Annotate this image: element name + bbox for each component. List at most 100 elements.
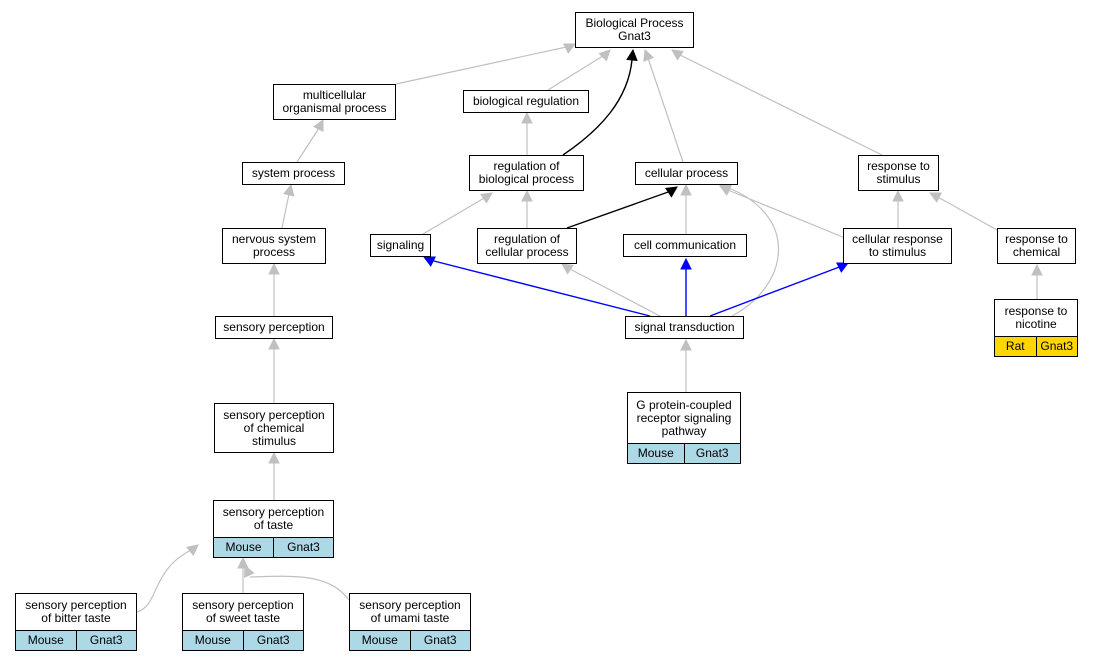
node-label: sensory perception of umami taste [359,598,461,625]
edge-is-a-system-process [296,127,320,163]
arrowhead-is-a [680,338,692,351]
edge-is-a-signal-transduction [725,186,779,317]
edge-part-of-signal-transduction [429,259,651,317]
node-cellular-response-to-stimulus[interactable]: cellular response to stimulus [843,228,952,264]
arrowhead-is-a [598,49,611,62]
node-sensory-perception-of-sweet-taste[interactable]: sensory perception of sweet taste Mouse … [182,593,304,651]
node-sensory-perception-of-umami-taste[interactable]: sensory perception of umami taste Mouse … [349,593,471,651]
arrowhead-is-a [671,49,684,61]
node-label: system process [251,166,336,180]
node-signaling[interactable]: signaling [370,234,431,257]
node-system-process[interactable]: system process [242,162,345,185]
arrowhead-is-a [268,262,280,275]
node-label: cellular response to stimulus [852,232,943,259]
edge-is-a-nervous-system-process [281,193,290,229]
arrowhead-is-a [643,48,655,62]
species-cell: Rat [1005,339,1025,353]
arrowhead-is-a [186,544,199,557]
gene-cell: Gnat3 [1035,337,1078,356]
node-signal-transduction[interactable]: signal transduction [625,316,744,339]
arrowhead-is-a [680,183,692,196]
species-cell: Mouse [361,633,398,647]
edge-is-a-response-to-stimulus [677,53,883,156]
node-sensory-perception-of-chemical-stimulus[interactable]: sensory perception of chemical stimulus [214,403,334,453]
node-response-to-stimulus[interactable]: response to stimulus [858,155,939,191]
gene-cell: Gnat3 [75,631,137,650]
arrowhead-is-a [521,189,533,202]
species-cell: Mouse [194,633,231,647]
gene-cell: Gnat3 [683,444,741,463]
edge-is-a-response-to-chemical [935,195,998,231]
arrowhead-is-a [244,564,255,578]
edge-regulates-regulation-of-cellular-process [566,190,672,229]
annotation-row: Mouse Gnat3 [628,443,740,463]
node-label: G protein-coupled receptor signaling pat… [636,397,732,438]
arrowhead-part-of [423,256,436,267]
edge-is-a-cellular-response-to-stimulus [727,189,846,239]
annotation-row: Mouse Gnat3 [214,537,333,557]
node-regulation-of-biological-process[interactable]: regulation of biological process [469,155,584,191]
node-label: Biological Process Gnat3 [585,16,684,43]
arrowhead-is-a [268,451,280,464]
arrowhead-part-of [680,257,692,270]
arrowhead-is-a [521,111,533,124]
arrowhead-regulates [665,186,678,198]
annotation-row: Rat Gnat3 [995,336,1077,356]
node-nervous-system-process[interactable]: nervous system process [222,228,326,264]
arrowhead-regulates [626,48,638,62]
species-cell: Mouse [225,540,262,554]
arrowhead-is-a [892,189,904,202]
node-multicellular-organismal-process[interactable]: multicellular organismal process [273,84,396,120]
annotation-row: Mouse Gnat3 [16,630,136,650]
node-gpcr-signaling-pathway[interactable]: G protein-coupled receptor signaling pat… [627,392,741,464]
node-label: signaling [376,238,425,252]
edge-is-a-biological-regulation [547,53,607,91]
gene-cell: Gnat3 [273,538,333,557]
edge-is-a-signal-transduction [567,267,661,317]
edge-is-a-cellular-process [647,57,684,163]
edge-is-a-signaling [422,196,487,235]
node-label: sensory perception of chemical stimulus [223,407,325,448]
gene-cell: Gnat3 [242,631,304,650]
arrowhead-is-a [929,192,942,203]
node-label: regulation of biological process [478,159,575,186]
node-label: cell communication [633,238,737,252]
node-sensory-perception-of-bitter-taste[interactable]: sensory perception of bitter taste Mouse… [15,593,137,651]
arrowhead-is-a [237,556,249,569]
node-label: cellular process [644,166,729,180]
node-root[interactable]: Biological Process Gnat3 [575,12,694,48]
node-response-to-nicotine[interactable]: response to nicotine Rat Gnat3 [994,299,1078,357]
node-sensory-perception[interactable]: sensory perception [215,316,333,339]
edge-is-a-sensory-perception-of-bitter-taste [136,548,194,613]
node-sensory-perception-of-taste[interactable]: sensory perception of taste Mouse Gnat3 [213,500,334,558]
annotation-row: Mouse Gnat3 [350,630,470,650]
node-label: multicellular organismal process [282,88,387,115]
edge-regulates-regulation-of-biological-process [562,59,633,156]
arrowhead-is-a [1031,263,1043,276]
arrowhead-is-a [563,43,576,54]
node-label: response to nicotine [1004,304,1068,331]
node-regulation-of-cellular-process[interactable]: regulation of cellular process [477,228,577,264]
node-label: sensory perception of taste [222,505,325,532]
arrowhead-is-a [561,263,574,275]
node-label: regulation of cellular process [485,232,569,259]
arrowhead-part-of [836,262,849,273]
edge-part-of-signal-transduction [709,265,843,317]
edge-is-a-multicellular-organismal-process [395,45,572,85]
arrowhead-is-a [480,192,493,204]
arrowhead-is-a [313,119,324,132]
arrowhead-is-a [268,337,280,350]
species-cell: Mouse [637,446,674,460]
node-label: nervous system process [231,232,317,259]
node-label: response to stimulus [867,159,930,186]
node-label: signal transduction [634,320,735,334]
node-cellular-process[interactable]: cellular process [635,162,738,185]
node-label: sensory perception of bitter taste [25,598,127,625]
node-biological-regulation[interactable]: biological regulation [463,90,589,113]
node-label: biological regulation [472,94,580,108]
node-cell-communication[interactable]: cell communication [623,234,747,257]
node-label: response to chemical [1005,232,1068,259]
node-response-to-chemical[interactable]: response to chemical [997,228,1076,264]
node-label: sensory perception [223,320,325,334]
edge-is-a-sensory-perception-of-umami-taste [249,575,350,601]
